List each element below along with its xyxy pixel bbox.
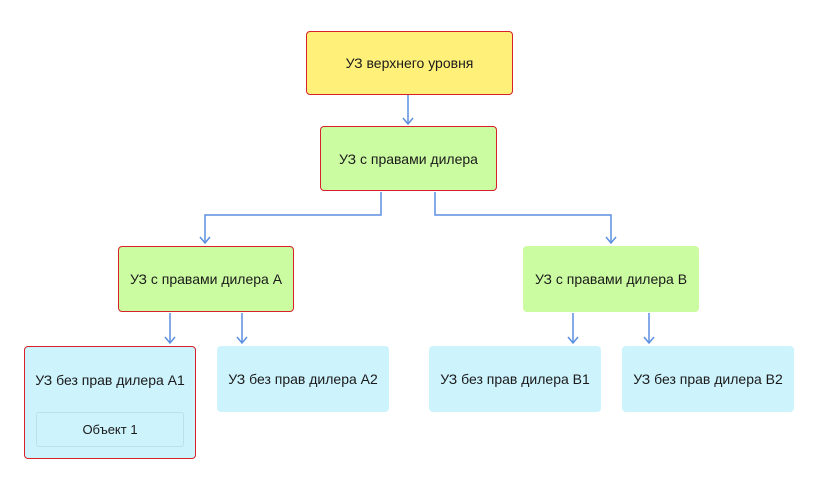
arrowhead xyxy=(236,336,248,345)
node-b1-label: УЗ без прав дилера B1 xyxy=(440,371,590,387)
node-dealer-a-label: УЗ с правами дилера A xyxy=(129,271,283,287)
connector-dealer-a xyxy=(204,192,382,243)
node-dealer-label: УЗ с правами дилера xyxy=(339,150,478,167)
node-dealer-a: УЗ с правами дилера A xyxy=(118,246,294,312)
node-dealer-b-label: УЗ с правами дилера B xyxy=(534,271,688,287)
node-dealer-b: УЗ с правами дилера B xyxy=(523,246,699,312)
arrowhead xyxy=(643,336,655,345)
node-a2-label: УЗ без прав дилера A2 xyxy=(228,371,378,387)
node-a1: УЗ без прав дилера A1 Объект 1 xyxy=(24,346,196,459)
object-1-label: Объект 1 xyxy=(82,422,138,437)
node-top-level: УЗ верхнего уровня xyxy=(306,31,513,95)
arrowhead xyxy=(567,336,579,345)
connector-dealer-b xyxy=(434,192,612,243)
arrowhead xyxy=(402,117,414,126)
node-top-level-label: УЗ верхнего уровня xyxy=(345,55,474,71)
node-a1-label: УЗ без прав дилера A1 xyxy=(35,372,185,388)
node-a2: УЗ без прав дилера A2 xyxy=(217,346,389,412)
arrowhead xyxy=(605,236,617,245)
node-b2-label: УЗ без прав дилера B2 xyxy=(633,371,783,387)
node-b2: УЗ без прав дилера B2 xyxy=(622,346,794,412)
arrowhead xyxy=(164,336,176,345)
node-dealer: УЗ с правами дилера xyxy=(320,126,497,191)
object-1: Объект 1 xyxy=(36,412,184,447)
node-b1: УЗ без прав дилера B1 xyxy=(429,346,601,412)
arrowhead xyxy=(199,236,211,245)
